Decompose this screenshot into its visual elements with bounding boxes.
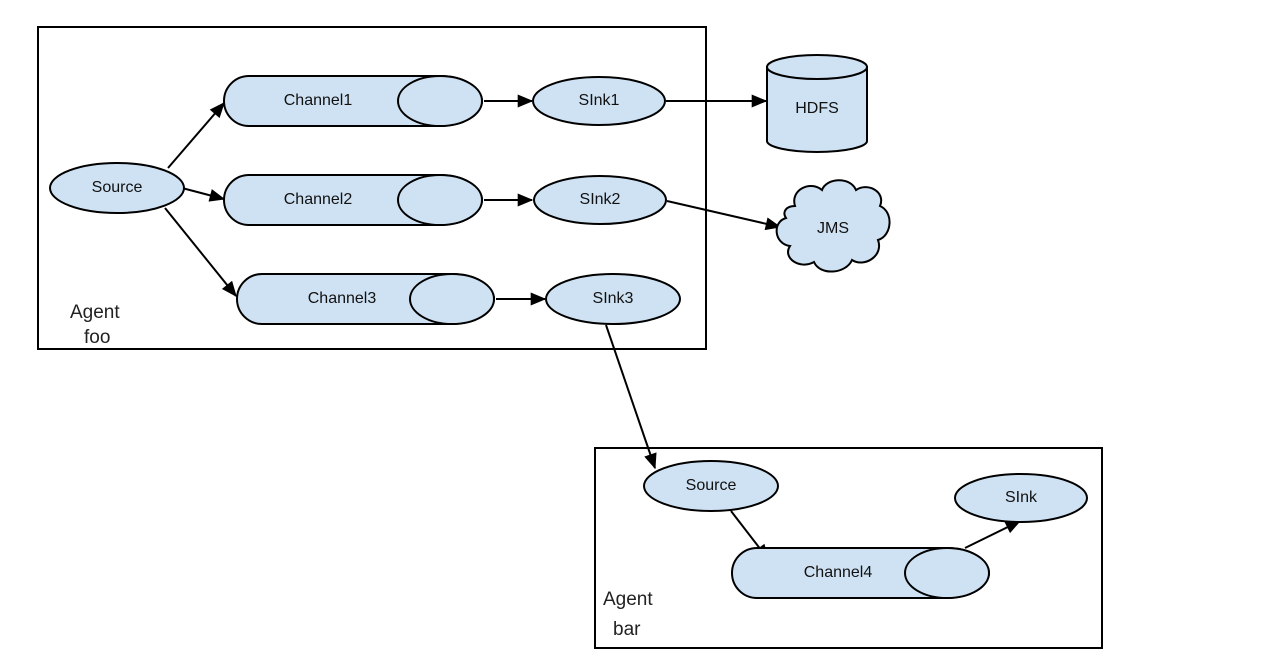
edge-source-channel2 — [181, 187, 226, 202]
agent-bar-label-line1: Agent — [603, 589, 653, 610]
sink1-label: SInk1 — [579, 92, 620, 109]
agent-foo-box: Agent foo — [37, 26, 707, 350]
agent-foo-label-line2: foo — [84, 327, 110, 348]
source-foo-node: Source — [49, 162, 185, 214]
agent-bar-box: Agent bar — [594, 447, 1103, 649]
source-foo-label: Source — [92, 179, 143, 196]
jms-label: JMS — [817, 220, 849, 237]
sink-bar-label: SInk — [1005, 489, 1038, 506]
sink2-label: SInk2 — [580, 191, 621, 208]
channel4-node: Channel4 — [731, 547, 990, 599]
sink-bar-node: SInk — [954, 473, 1088, 523]
sink2-node: SInk2 — [533, 175, 667, 225]
sink3-label: SInk3 — [593, 290, 634, 307]
channel1-node: Channel1 — [223, 75, 483, 127]
agent-foo-label-line1: Agent — [70, 302, 120, 323]
jms-cloud-icon: JMS — [775, 179, 891, 273]
channel3-node: Channel3 — [236, 273, 495, 325]
sink1-node: SInk1 — [532, 76, 666, 126]
channel2-label: Channel2 — [284, 191, 353, 208]
channel2-node: Channel2 — [223, 174, 483, 226]
source-bar-node: Source — [643, 460, 779, 512]
edge-source-channel3 — [164, 207, 237, 298]
edge-sink3-source-bar — [605, 324, 657, 470]
agent-bar-label-line2: bar — [613, 619, 641, 640]
hdfs-database-icon: HDFS — [766, 54, 868, 153]
edge-channel4-sink — [964, 520, 1022, 549]
channel1-label: Channel1 — [284, 92, 353, 109]
edge-sink2-jms — [666, 200, 782, 231]
edge-source-channel1 — [167, 102, 225, 169]
hdfs-label: HDFS — [795, 100, 839, 117]
edges — [164, 94, 1022, 561]
channel3-label: Channel3 — [308, 290, 377, 307]
channel4-label: Channel4 — [804, 564, 873, 581]
source-bar-label: Source — [686, 477, 737, 494]
sink3-node: SInk3 — [545, 273, 681, 325]
